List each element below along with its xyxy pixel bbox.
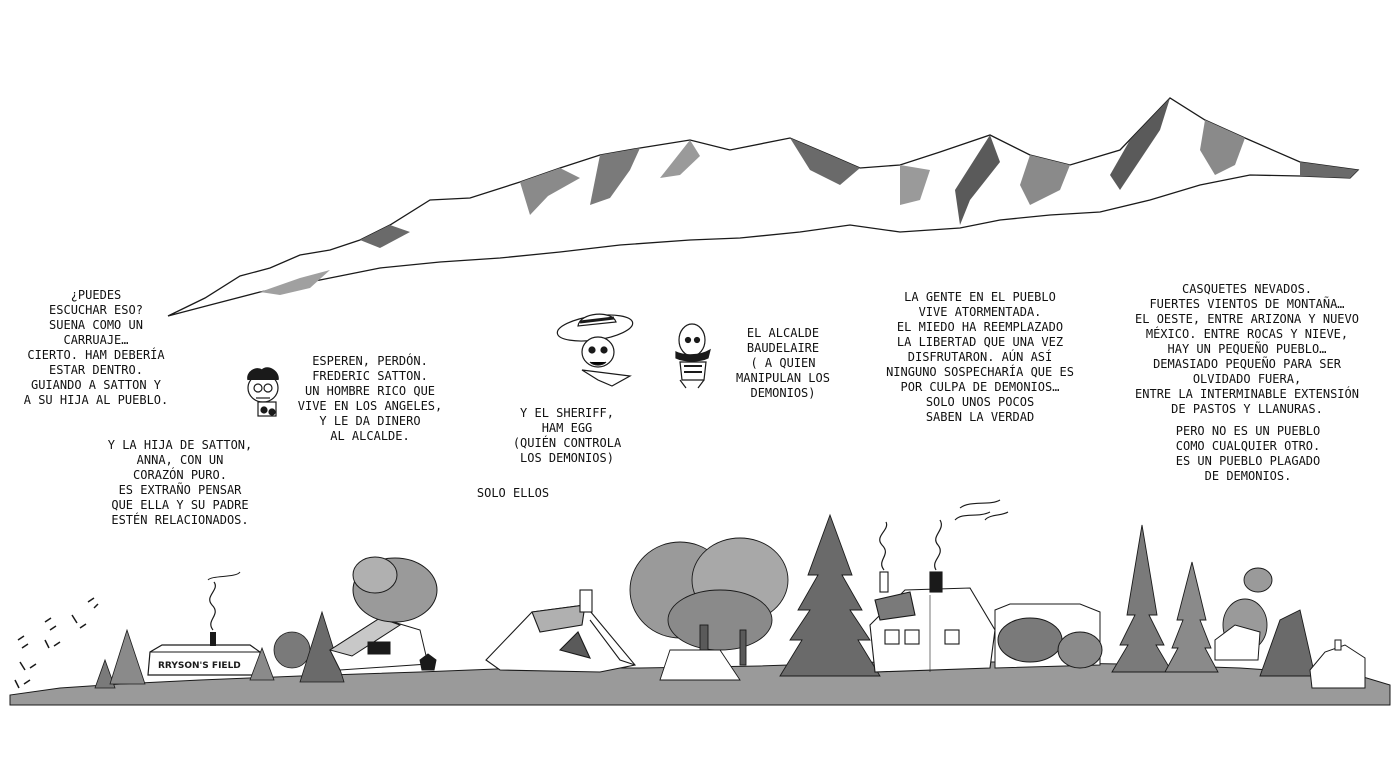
house-center — [869, 499, 1009, 673]
caption-daughter: Y LA HIJA DE SATTON, ANNA, CON UN CORAZÓ… — [107, 438, 253, 527]
pines-right — [1111, 524, 1316, 677]
wind-marks — [14, 597, 99, 689]
caption-carriage: ¿PUEDES ESCUCHAR ESO? SUENA COMO UN CARR… — [23, 288, 169, 407]
mountain-shading-2 — [520, 168, 580, 215]
caption-sheriff: Y EL SHERIFF, HAM EGG (QUIÉN CONTROLA LO… — [512, 406, 622, 465]
caption-snow-caps: CASQUETES NEVADOS. FUERTES VIENTOS DE MO… — [1135, 282, 1359, 416]
mayor-baudelaire-character — [675, 323, 711, 389]
barn-sign-text: RRYSON'S FIELD — [158, 661, 241, 671]
caption-not-a-town: PERO NO ES UN PUEBLO COMO CUALQUIER OTRO… — [1175, 424, 1321, 483]
mountain-shading-3 — [590, 148, 640, 205]
caption-only-them: SOLO ELLOS — [476, 486, 550, 500]
mountain-shading-11 — [260, 270, 330, 295]
mountain-shading-8 — [1110, 98, 1170, 190]
house-middle — [485, 589, 637, 673]
mountain-shading-4 — [660, 140, 700, 178]
mountain-shading-12 — [900, 165, 930, 205]
trees-barn — [249, 610, 345, 683]
mountain-shading-10 — [1300, 162, 1358, 178]
mountain-shading-5 — [790, 138, 860, 185]
caption-mayor: EL ALCALDE BAUDELAIRE ( A QUIEN MANIPULA… — [736, 326, 830, 400]
trees-left — [94, 628, 146, 689]
mountain-shading-6 — [955, 135, 1000, 225]
satton-character — [247, 367, 279, 417]
ham-egg-character — [556, 313, 634, 387]
mountain-range — [167, 97, 1360, 317]
caption-satton: ESPEREN, PERDÓN. FREDERIC SATTON. UN HOM… — [297, 354, 443, 443]
house-left — [328, 556, 438, 671]
mountain-shading-9 — [1200, 120, 1245, 175]
mountain-shading-1 — [360, 225, 410, 248]
mountain-shading-7 — [1020, 155, 1070, 205]
tree-cluster-middle — [629, 537, 789, 681]
rrysons-field-barn — [147, 571, 261, 676]
caption-people: LA GENTE EN EL PUEBLO VIVE ATORMENTADA. … — [886, 290, 1074, 424]
pine-center — [779, 513, 881, 677]
houses-far-right — [1214, 624, 1366, 689]
buildings-right — [994, 603, 1103, 669]
